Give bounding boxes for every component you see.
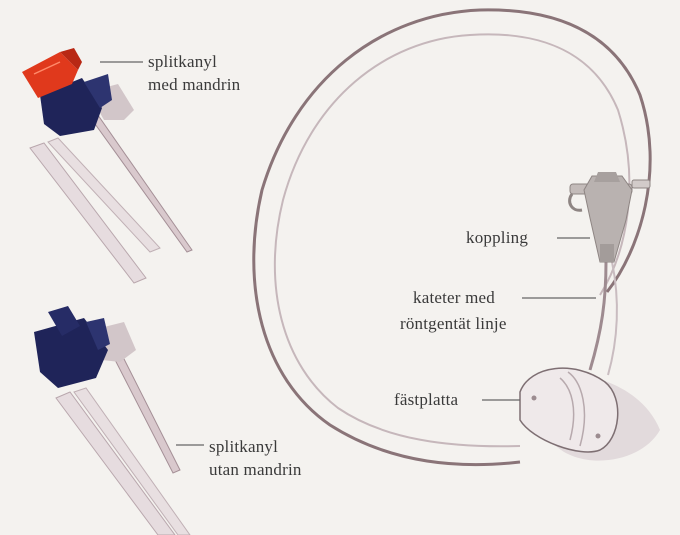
label-kateter-l1: kateter med	[413, 288, 495, 308]
label-splitkanyl-med-l2: med mandrin	[148, 75, 240, 95]
label-koppling: koppling	[466, 228, 528, 248]
label-splitkanyl-med-l1: splitkanyl	[148, 52, 217, 72]
label-fastplatta: fästplatta	[394, 390, 458, 410]
label-splitkanyl-utan-l1: splitkanyl	[209, 437, 278, 457]
label-kateter-l2: röntgentät linje	[400, 314, 507, 334]
label-splitkanyl-utan-l2: utan mandrin	[209, 460, 302, 480]
